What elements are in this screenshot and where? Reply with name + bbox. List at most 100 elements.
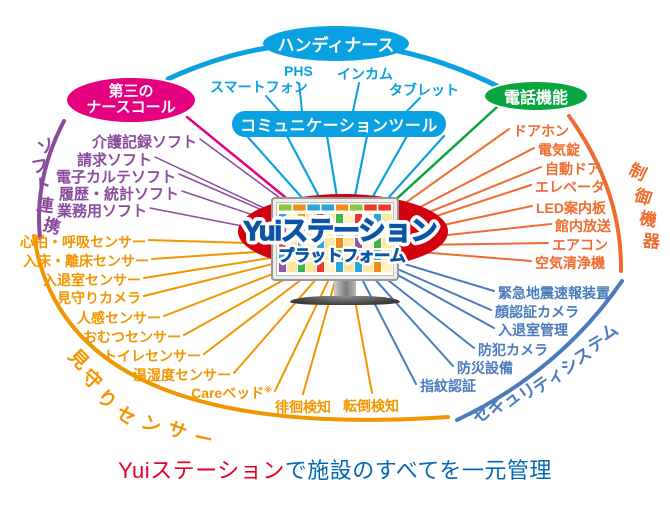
- note-asterisk: ※: [264, 385, 272, 395]
- soft-item: 業務用ソフト: [56, 203, 147, 220]
- screen-tile: [287, 262, 297, 272]
- soft-item: 介護記録ソフト: [91, 134, 197, 151]
- screen-tile: [336, 214, 343, 224]
- screen-tile: [382, 226, 392, 236]
- screen-tile: [298, 214, 305, 224]
- top-device-label: インカム: [337, 66, 393, 82]
- screen-tile: [317, 250, 324, 260]
- node-communication-tools: コミュニケーションツール: [232, 111, 446, 137]
- node-third-nurse-call: 第三の ナースコール: [65, 76, 197, 124]
- connector-line: [406, 97, 421, 112]
- screen-tile: [279, 250, 286, 260]
- screen-tile: [350, 204, 363, 211]
- screen-tile: [298, 262, 305, 272]
- soft-item: 履歴・統計ソフト: [58, 186, 179, 203]
- screen-tile: [306, 214, 316, 224]
- sensor-item: Careベッド※: [191, 385, 272, 401]
- screen-tile: [336, 226, 343, 236]
- screen-tile: [287, 226, 297, 236]
- top-device-label: スマートフォン: [210, 79, 308, 95]
- group-arc: [455, 279, 624, 422]
- screen-tile: [374, 238, 381, 248]
- screen-tile: [363, 226, 373, 236]
- screen-tile: [355, 238, 362, 248]
- security-item: 指紋認証: [420, 378, 476, 394]
- screen-tile: [335, 204, 349, 211]
- screen-tile: [374, 262, 381, 272]
- screen-tile: [279, 214, 286, 224]
- soft-item: 請求ソフト: [76, 152, 152, 169]
- screen-tile: [363, 238, 373, 248]
- screen-tile: [363, 250, 373, 260]
- sensor-item: トイレセンサー: [103, 348, 201, 364]
- control-item: 自動ドア: [545, 161, 601, 177]
- control-item: エアコン: [552, 237, 608, 253]
- node-phone-function: 電話機能: [483, 80, 589, 112]
- screen-tile: [325, 250, 335, 260]
- sensor-item: 温湿度センサー: [133, 367, 231, 383]
- screen-tile: [287, 214, 297, 224]
- connector-line: [265, 95, 280, 112]
- sensor-item: 徘徊検知: [275, 399, 331, 415]
- screen-tile: [344, 214, 354, 224]
- connector-line: [352, 82, 360, 112]
- screen-tile: [306, 262, 316, 272]
- screen-tile: [336, 238, 343, 248]
- sensor-item: 入床・離床センサー: [23, 253, 149, 269]
- control-curve-label-char: 器: [642, 231, 661, 252]
- security-item: 入退室管理: [498, 322, 568, 338]
- screen-tile: [306, 250, 316, 260]
- node-handy-nurse: ハンディナース: [263, 26, 409, 61]
- screen-tile: [382, 262, 392, 272]
- node-phone-function-label: 電話機能: [503, 90, 568, 107]
- screen-tile: [382, 250, 392, 260]
- group-arc: [32, 234, 450, 422]
- monitor-base: [290, 296, 400, 305]
- monitor-stand: [334, 281, 356, 298]
- screen-tile: [355, 250, 362, 260]
- sensor-item: おむつセンサー: [83, 329, 181, 345]
- screen-tile: [382, 214, 392, 224]
- screen-tile: [344, 262, 354, 272]
- screen-tile: [317, 238, 324, 248]
- screen-tile: [306, 238, 316, 248]
- tagline-rest: で施設のすべてを一元管理: [284, 458, 552, 483]
- screen-tile: [287, 250, 297, 260]
- screen-tile: [306, 226, 316, 236]
- screen-tile: [363, 262, 373, 272]
- screen-tile: [298, 238, 305, 248]
- screen-tile: [355, 214, 362, 224]
- screen-tile: [378, 204, 391, 211]
- control-item: 空気清浄機: [535, 255, 605, 271]
- sensor-item: 心拍・呼吸センサー: [20, 234, 146, 250]
- screen-tile: [344, 226, 354, 236]
- screen-tile: [374, 250, 381, 260]
- bottom-tagline: Yuiステーションで施設のすべてを一元管理: [0, 453, 670, 485]
- top-device-label: PHS: [284, 63, 313, 79]
- control-item: ドアホン: [513, 123, 569, 139]
- security-item: 緊急地震速報装置: [498, 285, 610, 301]
- tagline-highlight: Yuiステーション: [118, 458, 285, 483]
- screen-tile: [279, 262, 286, 272]
- sensor-item: 入退室センサー: [43, 272, 141, 288]
- screen-tile: [374, 214, 381, 224]
- security-item: 顔認証カメラ: [495, 304, 579, 320]
- screen-tile: [317, 226, 324, 236]
- screen-tile: [336, 262, 343, 272]
- control-item: 電気錠: [538, 142, 580, 158]
- screen-tile: [293, 204, 306, 211]
- top-device-label: タブレット: [389, 82, 459, 98]
- screen-tile: [298, 250, 305, 260]
- screen-tile: [279, 204, 292, 211]
- security-item: 防災設備: [457, 360, 513, 376]
- screen-tile: [374, 226, 381, 236]
- screen-tile: [363, 214, 373, 224]
- group-arc: [567, 114, 624, 273]
- node-communication-tools-label: コミュニケーションツール: [240, 118, 438, 135]
- monitor-screen-content: [276, 202, 394, 276]
- soft-item: 電子カルテソフト: [55, 169, 176, 186]
- screen-tile: [325, 226, 335, 236]
- control-item: LED案内板: [536, 200, 606, 216]
- control-item: エレベータ: [535, 179, 605, 195]
